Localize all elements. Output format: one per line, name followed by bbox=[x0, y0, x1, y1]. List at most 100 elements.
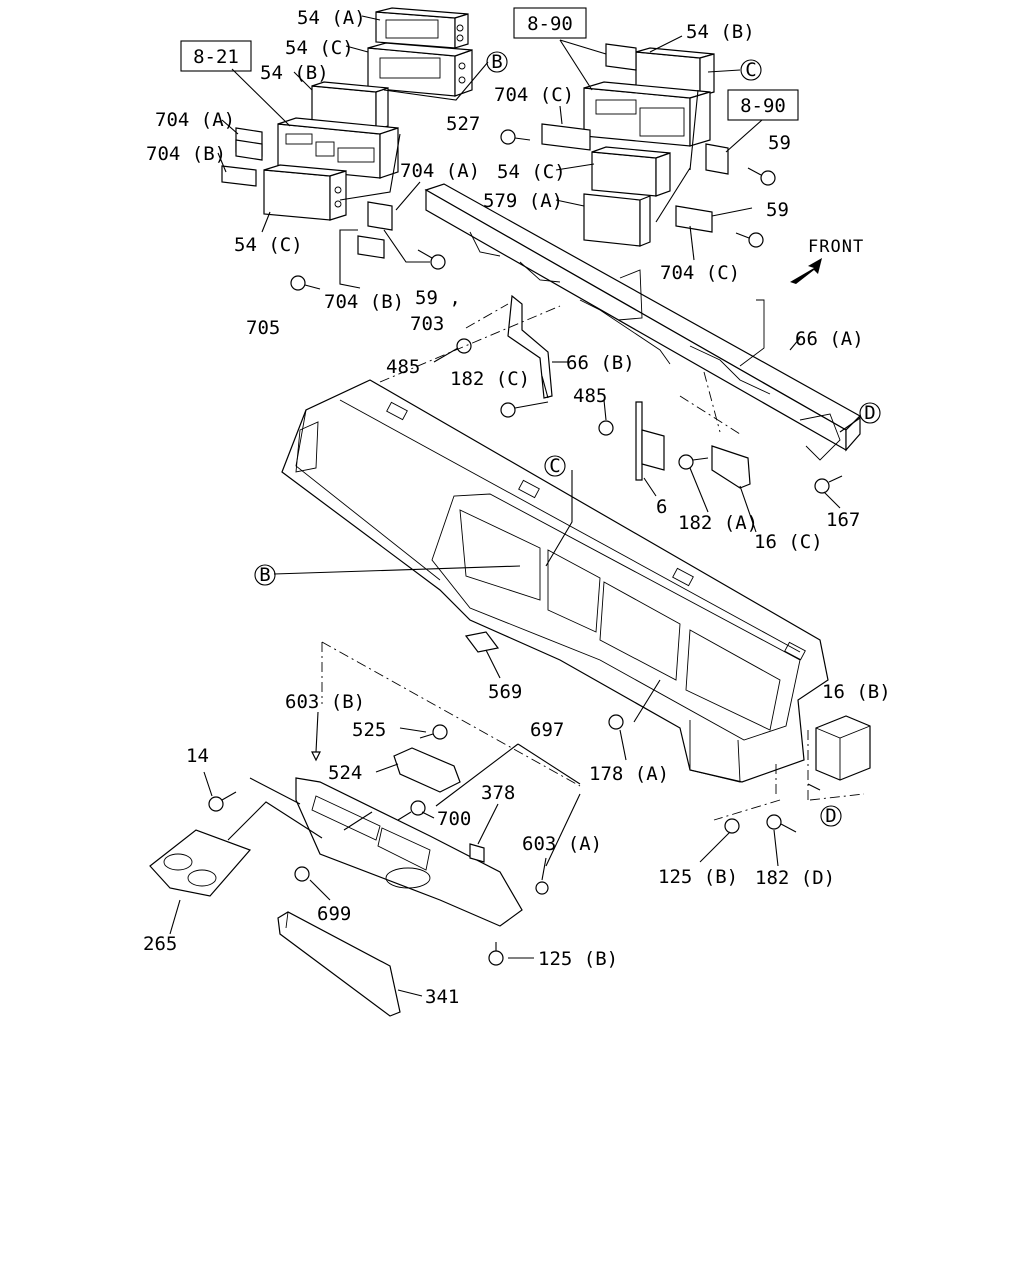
circle-ref-b-top: B bbox=[486, 51, 508, 73]
label-54c-right: 54 (C) bbox=[497, 161, 566, 183]
svg-text:8-90: 8-90 bbox=[740, 95, 786, 117]
audio-pocket-54c bbox=[367, 42, 473, 97]
label-485-right: 485 bbox=[573, 385, 607, 407]
bolt-182d bbox=[766, 814, 797, 833]
svg-text:B: B bbox=[259, 564, 270, 586]
label-16c: 16 (C) bbox=[754, 531, 823, 553]
part-labels: 54 (A) 54 (C) 54 (B) 704 (A) 704 (B) 54 … bbox=[143, 7, 891, 1008]
bolt-182a bbox=[678, 454, 709, 470]
label-341: 341 bbox=[425, 986, 459, 1008]
label-54b-left: 54 (B) bbox=[260, 62, 329, 84]
svg-text:C: C bbox=[745, 59, 756, 81]
screw-59-upper-right bbox=[747, 167, 776, 186]
bolt-182c bbox=[500, 401, 549, 418]
screw-700 bbox=[397, 800, 426, 821]
label-378: 378 bbox=[481, 782, 515, 804]
label-378 bbox=[469, 843, 485, 863]
clip-603a bbox=[535, 881, 549, 895]
nut-485-left bbox=[456, 338, 472, 354]
screw-59-lower-right bbox=[735, 232, 764, 248]
label-705: 705 bbox=[246, 317, 280, 339]
label-527: 527 bbox=[446, 113, 480, 135]
label-704a-left: 704 (A) bbox=[155, 109, 235, 131]
label-579a: 579 (A) bbox=[483, 190, 563, 212]
bracket-8-90-top bbox=[605, 43, 637, 71]
bolt-167 bbox=[814, 475, 843, 494]
lid-524 bbox=[393, 747, 461, 793]
audio-pocket-54a bbox=[375, 7, 469, 49]
module-16b bbox=[815, 715, 871, 781]
circle-ref-c-top: C bbox=[740, 59, 762, 81]
cup-holder-265 bbox=[149, 829, 252, 897]
bracket-704b-left bbox=[221, 165, 257, 187]
trim-panel-697 bbox=[295, 777, 523, 927]
circle-ref-d-lower: D bbox=[820, 805, 842, 827]
audio-unit-8-90 bbox=[583, 81, 711, 147]
bracket-66b bbox=[507, 294, 553, 399]
label-265: 265 bbox=[143, 933, 177, 955]
label-66b: 66 (B) bbox=[566, 352, 635, 374]
label-125b-right: 125 (B) bbox=[658, 866, 738, 888]
label-603a: 603 (A) bbox=[522, 833, 602, 855]
circle-ref-b-dash: B bbox=[254, 564, 276, 586]
clip-569 bbox=[464, 631, 500, 653]
bracket-6 bbox=[635, 401, 665, 481]
nut-485-right bbox=[598, 420, 614, 436]
label-54a: 54 (A) bbox=[297, 7, 366, 29]
audio-pocket-54c-lower bbox=[263, 164, 347, 221]
ref-box-8-90-right: 8-90 bbox=[727, 89, 799, 121]
leader-lines bbox=[169, 15, 865, 997]
label-66a: 66 (A) bbox=[795, 328, 864, 350]
label-603b: 603 (B) bbox=[285, 691, 365, 713]
front-label: FRONT bbox=[808, 237, 864, 257]
audio-pocket-54c-right bbox=[591, 146, 671, 197]
label-16b: 16 (B) bbox=[822, 681, 891, 703]
bracket-704-pair bbox=[357, 201, 393, 259]
svg-text:B: B bbox=[491, 51, 502, 73]
label-704a-mid: 704 (A) bbox=[400, 160, 480, 182]
label-182d: 182 (D) bbox=[755, 867, 835, 889]
label-6: 6 bbox=[656, 496, 667, 518]
label-59-comma: 59 , bbox=[415, 287, 461, 309]
label-485-left: 485 bbox=[386, 356, 420, 378]
bracket-704c-upper bbox=[541, 123, 591, 151]
ref-box-8-21: 8-21 bbox=[180, 40, 252, 72]
clip-125b-lower bbox=[488, 942, 504, 966]
clip-699 bbox=[294, 866, 310, 882]
bracket-704c-lower bbox=[675, 205, 713, 233]
glove-box-341 bbox=[277, 911, 401, 1017]
nut-178a bbox=[608, 714, 624, 730]
screw-14 bbox=[208, 791, 237, 812]
screw-525 bbox=[419, 724, 448, 740]
svg-text:8-21: 8-21 bbox=[193, 46, 239, 68]
label-697: 697 bbox=[530, 719, 564, 741]
cover-16c bbox=[711, 445, 751, 489]
label-703: 703 bbox=[410, 313, 444, 335]
panel-579a bbox=[583, 193, 651, 247]
clip-125b-right bbox=[724, 818, 740, 834]
screw-705 bbox=[290, 275, 321, 291]
label-182a: 182 (A) bbox=[678, 512, 758, 534]
label-54c-lower: 54 (C) bbox=[234, 234, 303, 256]
label-525: 525 bbox=[352, 719, 386, 741]
screw-59-left bbox=[417, 249, 446, 270]
circle-ref-c-dash: C bbox=[544, 455, 566, 477]
audio-unit-8-21 bbox=[277, 117, 399, 179]
label-524: 524 bbox=[328, 762, 362, 784]
label-699: 699 bbox=[317, 903, 351, 925]
bracket-704a-left bbox=[235, 127, 263, 161]
front-arrow-icon bbox=[790, 258, 822, 284]
svg-text:8-90: 8-90 bbox=[527, 13, 573, 35]
label-704c-lower: 704 (C) bbox=[660, 262, 740, 284]
label-59-lower: 59 bbox=[766, 199, 789, 221]
label-704c-upper: 704 (C) bbox=[494, 84, 574, 106]
svg-text:D: D bbox=[864, 402, 875, 424]
label-700: 700 bbox=[437, 808, 471, 830]
label-54b-right: 54 (B) bbox=[686, 21, 755, 43]
label-569: 569 bbox=[488, 681, 522, 703]
ref-box-8-90-top: 8-90 bbox=[513, 7, 587, 39]
screw-527 bbox=[500, 129, 531, 145]
label-182c: 182 (C) bbox=[450, 368, 530, 390]
svg-text:D: D bbox=[825, 805, 836, 827]
label-178a: 178 (A) bbox=[589, 763, 669, 785]
